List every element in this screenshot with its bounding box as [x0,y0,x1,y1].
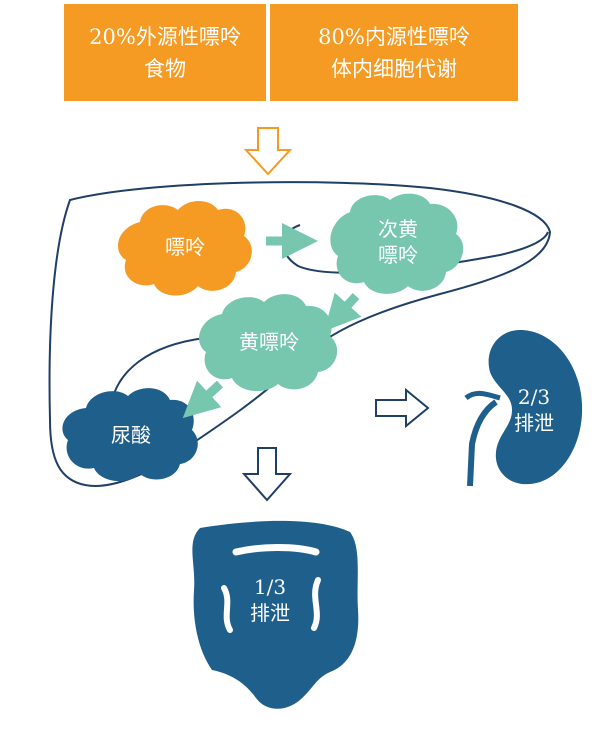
xanthine-cloud [199,294,338,392]
kidney-excretion-text: 排泄 [514,411,554,435]
purine-cloud [117,201,252,296]
hypoxanthine-label: 次黄 嘌呤 [378,217,418,267]
intestine-fraction: 1/3 [253,575,287,599]
hypoxanthine-cloud [330,193,464,294]
arrow-xanthine-to-uric-acid [182,380,224,419]
endogenous-purine-source: 体内细胞代谢 [331,56,457,81]
endogenous-purine-box: 80%内源性嘌呤 体内细胞代谢 [270,4,518,101]
uric-acid-label: 尿酸 [111,423,151,447]
arrow-hypoxanthine-to-xanthine [323,292,362,332]
arrow-to-kidney [375,387,430,429]
exogenous-purine-box: 20%外源性嘌呤 食物 [64,4,266,101]
intestine-excretion-text: 排泄 [250,601,290,625]
down-arrow-to-liver [243,127,293,176]
kidney-icon [464,330,583,487]
arrow-to-intestine [241,447,293,502]
uric-acid-cloud [62,388,198,482]
purine-label: 嘌呤 [165,235,205,259]
xanthine-label: 黄嘌呤 [239,330,299,354]
exogenous-purine-source: 食物 [144,56,186,81]
endogenous-purine-label: 80%内源性嘌呤 [318,24,470,49]
kidney-excretion-label: 2/3 排泄 [496,384,572,436]
kidney-fraction: 2/3 [517,385,551,409]
intestine-icon [192,520,359,709]
exogenous-purine-label: 20%外源性嘌呤 [89,24,241,49]
intestine-excretion-label: 1/3 排泄 [232,574,308,626]
